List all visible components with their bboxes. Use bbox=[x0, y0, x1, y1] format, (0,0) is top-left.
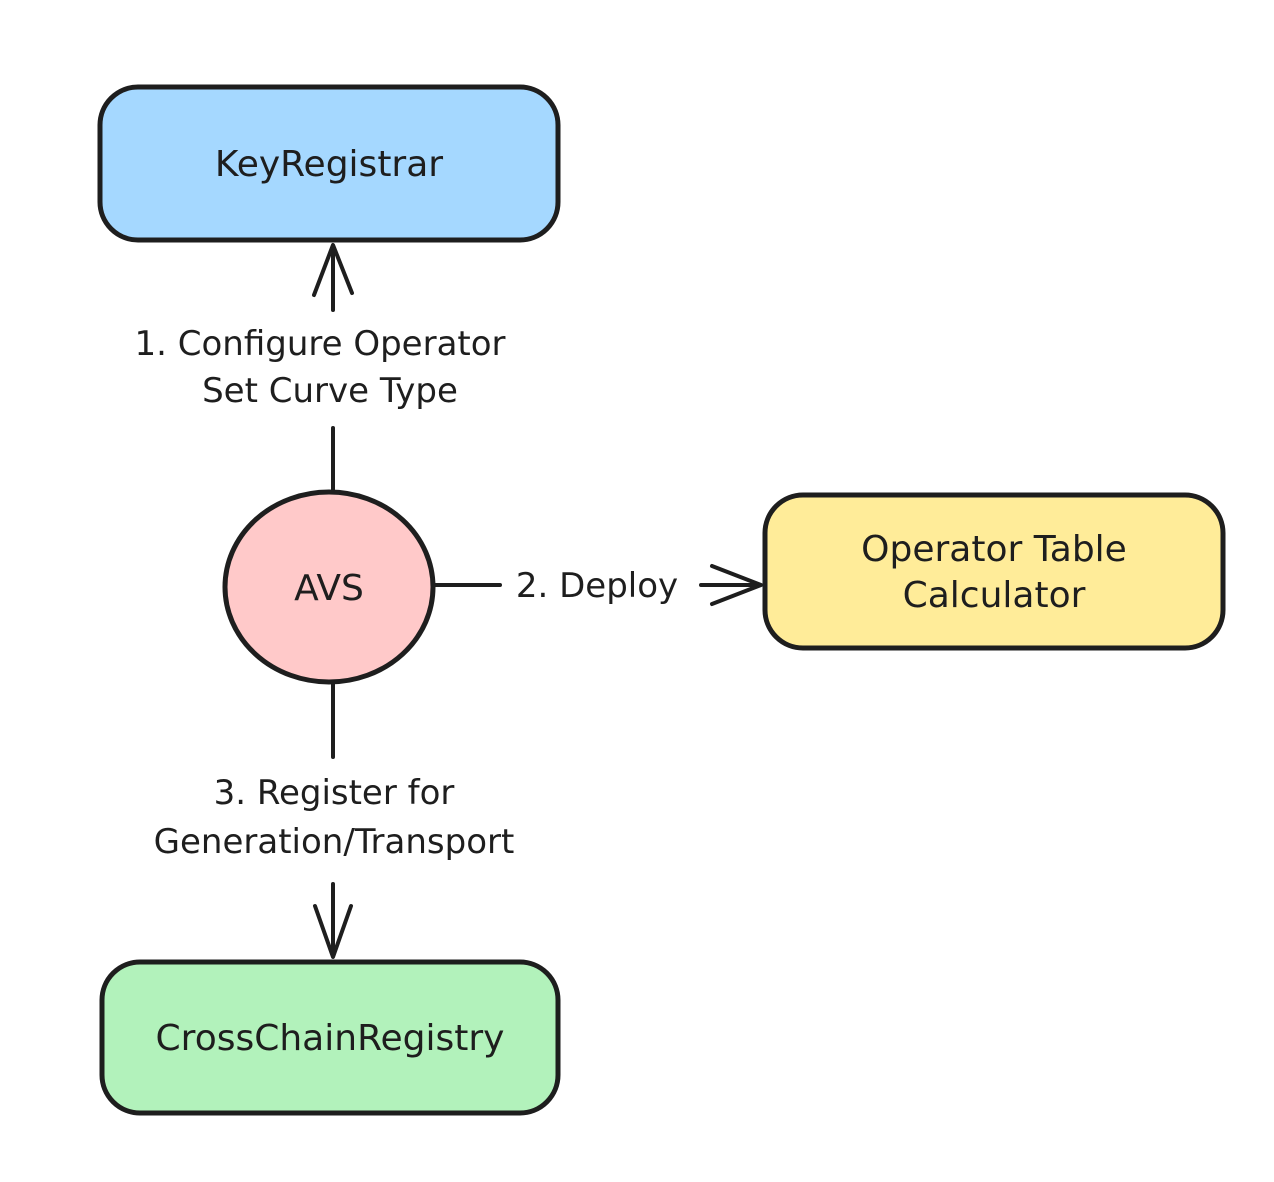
edge-deploy-label: 2. Deploy bbox=[516, 566, 678, 606]
cross-chain-registry-label: CrossChainRegistry bbox=[156, 1018, 505, 1059]
edge-configure-label-line1: 1. Configure Operator bbox=[134, 324, 505, 364]
avs-label: AVS bbox=[294, 568, 364, 609]
edge-configure-operator-set-curve-type: 1. Configure Operator Set Curve Type bbox=[134, 243, 506, 494]
node-operator-table-calculator: Operator Table Calculator bbox=[762, 492, 1226, 651]
node-avs: AVS bbox=[222, 489, 436, 685]
avs-circle bbox=[222, 489, 436, 685]
arrowhead-down-icon bbox=[313, 904, 353, 959]
node-key-registrar: KeyRegistrar bbox=[97, 84, 561, 243]
edge-register-label-line2: Generation/Transport bbox=[154, 822, 515, 862]
key-registrar-box bbox=[97, 84, 561, 243]
operator-table-calculator-label-line2: Calculator bbox=[903, 575, 1086, 616]
cross-chain-registry-box bbox=[99, 959, 561, 1116]
key-registrar-label: KeyRegistrar bbox=[215, 144, 443, 185]
edge-register-label-line1: 3. Register for bbox=[214, 773, 455, 813]
edge-register-generation-transport: 3. Register for Generation/Transport bbox=[154, 681, 515, 959]
arrowhead-right-icon bbox=[710, 564, 763, 606]
operator-table-calculator-label-line1: Operator Table bbox=[861, 529, 1127, 570]
arrowhead-up-icon bbox=[312, 243, 354, 297]
edge-configure-label-line2: Set Curve Type bbox=[202, 371, 458, 411]
operator-table-calculator-box bbox=[762, 492, 1226, 651]
node-cross-chain-registry: CrossChainRegistry bbox=[99, 959, 561, 1116]
edge-deploy: 2. Deploy bbox=[432, 564, 763, 606]
